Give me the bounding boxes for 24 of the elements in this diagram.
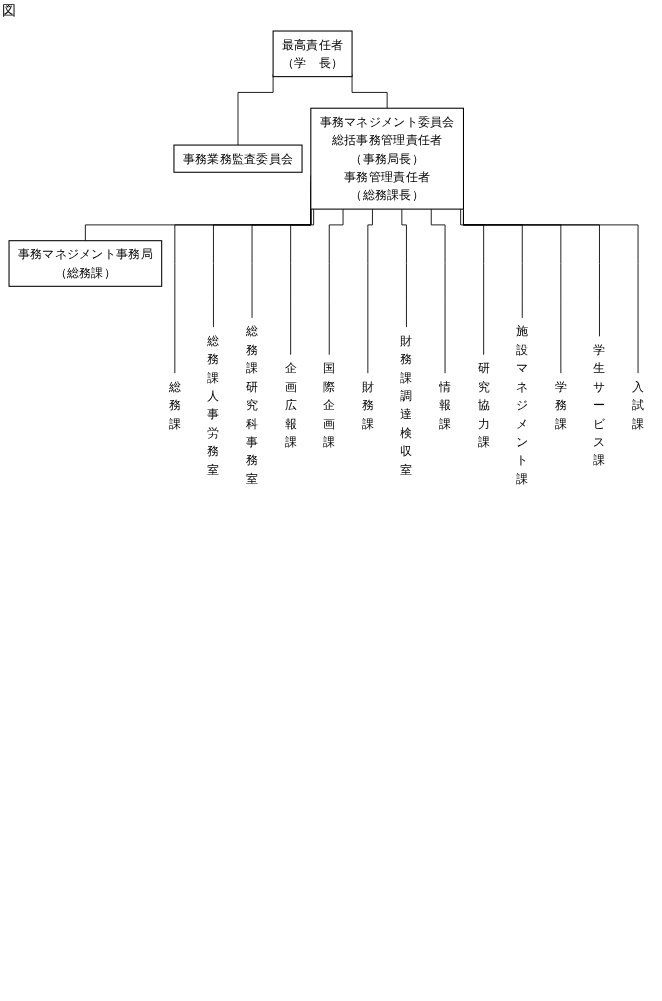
node-text: 国際企画課 (323, 361, 336, 449)
node-text: 学務課 (554, 380, 567, 431)
node-text: 総務課研究科事務室 (245, 324, 259, 486)
node-text: 財務課 (361, 380, 374, 431)
node-text: 学生サービス課 (593, 343, 606, 468)
connector (430, 208, 446, 374)
figure-label: 図 (2, 2, 16, 20)
connector (290, 208, 315, 356)
node-text: 総務課人事労務室 (207, 334, 220, 477)
node-box: 事務マネジメント事務局 （総務課） (8, 240, 163, 287)
node-text: 企画広報課 (284, 361, 297, 449)
node-text: 情報課 (438, 380, 452, 431)
node-text: 研究協力課 (477, 361, 490, 449)
connector (367, 208, 373, 374)
node-text: 施設マネジメント課 (516, 324, 529, 486)
connector (401, 208, 407, 328)
node-box: 事務業務監査委員会 (173, 144, 303, 173)
node-box: 最高責任者 （学 長） (272, 30, 353, 78)
connector (328, 208, 344, 356)
node-text: 財務課調達検収室 (400, 334, 413, 477)
connector (460, 208, 485, 356)
node-text: 入試課 (631, 380, 645, 431)
node-text: 総務課 (168, 380, 181, 431)
node-box: 事務マネジメント委員会 総括事務管理責任者 （事務局長） 事務管理責任者 （総務課長） (310, 107, 464, 210)
